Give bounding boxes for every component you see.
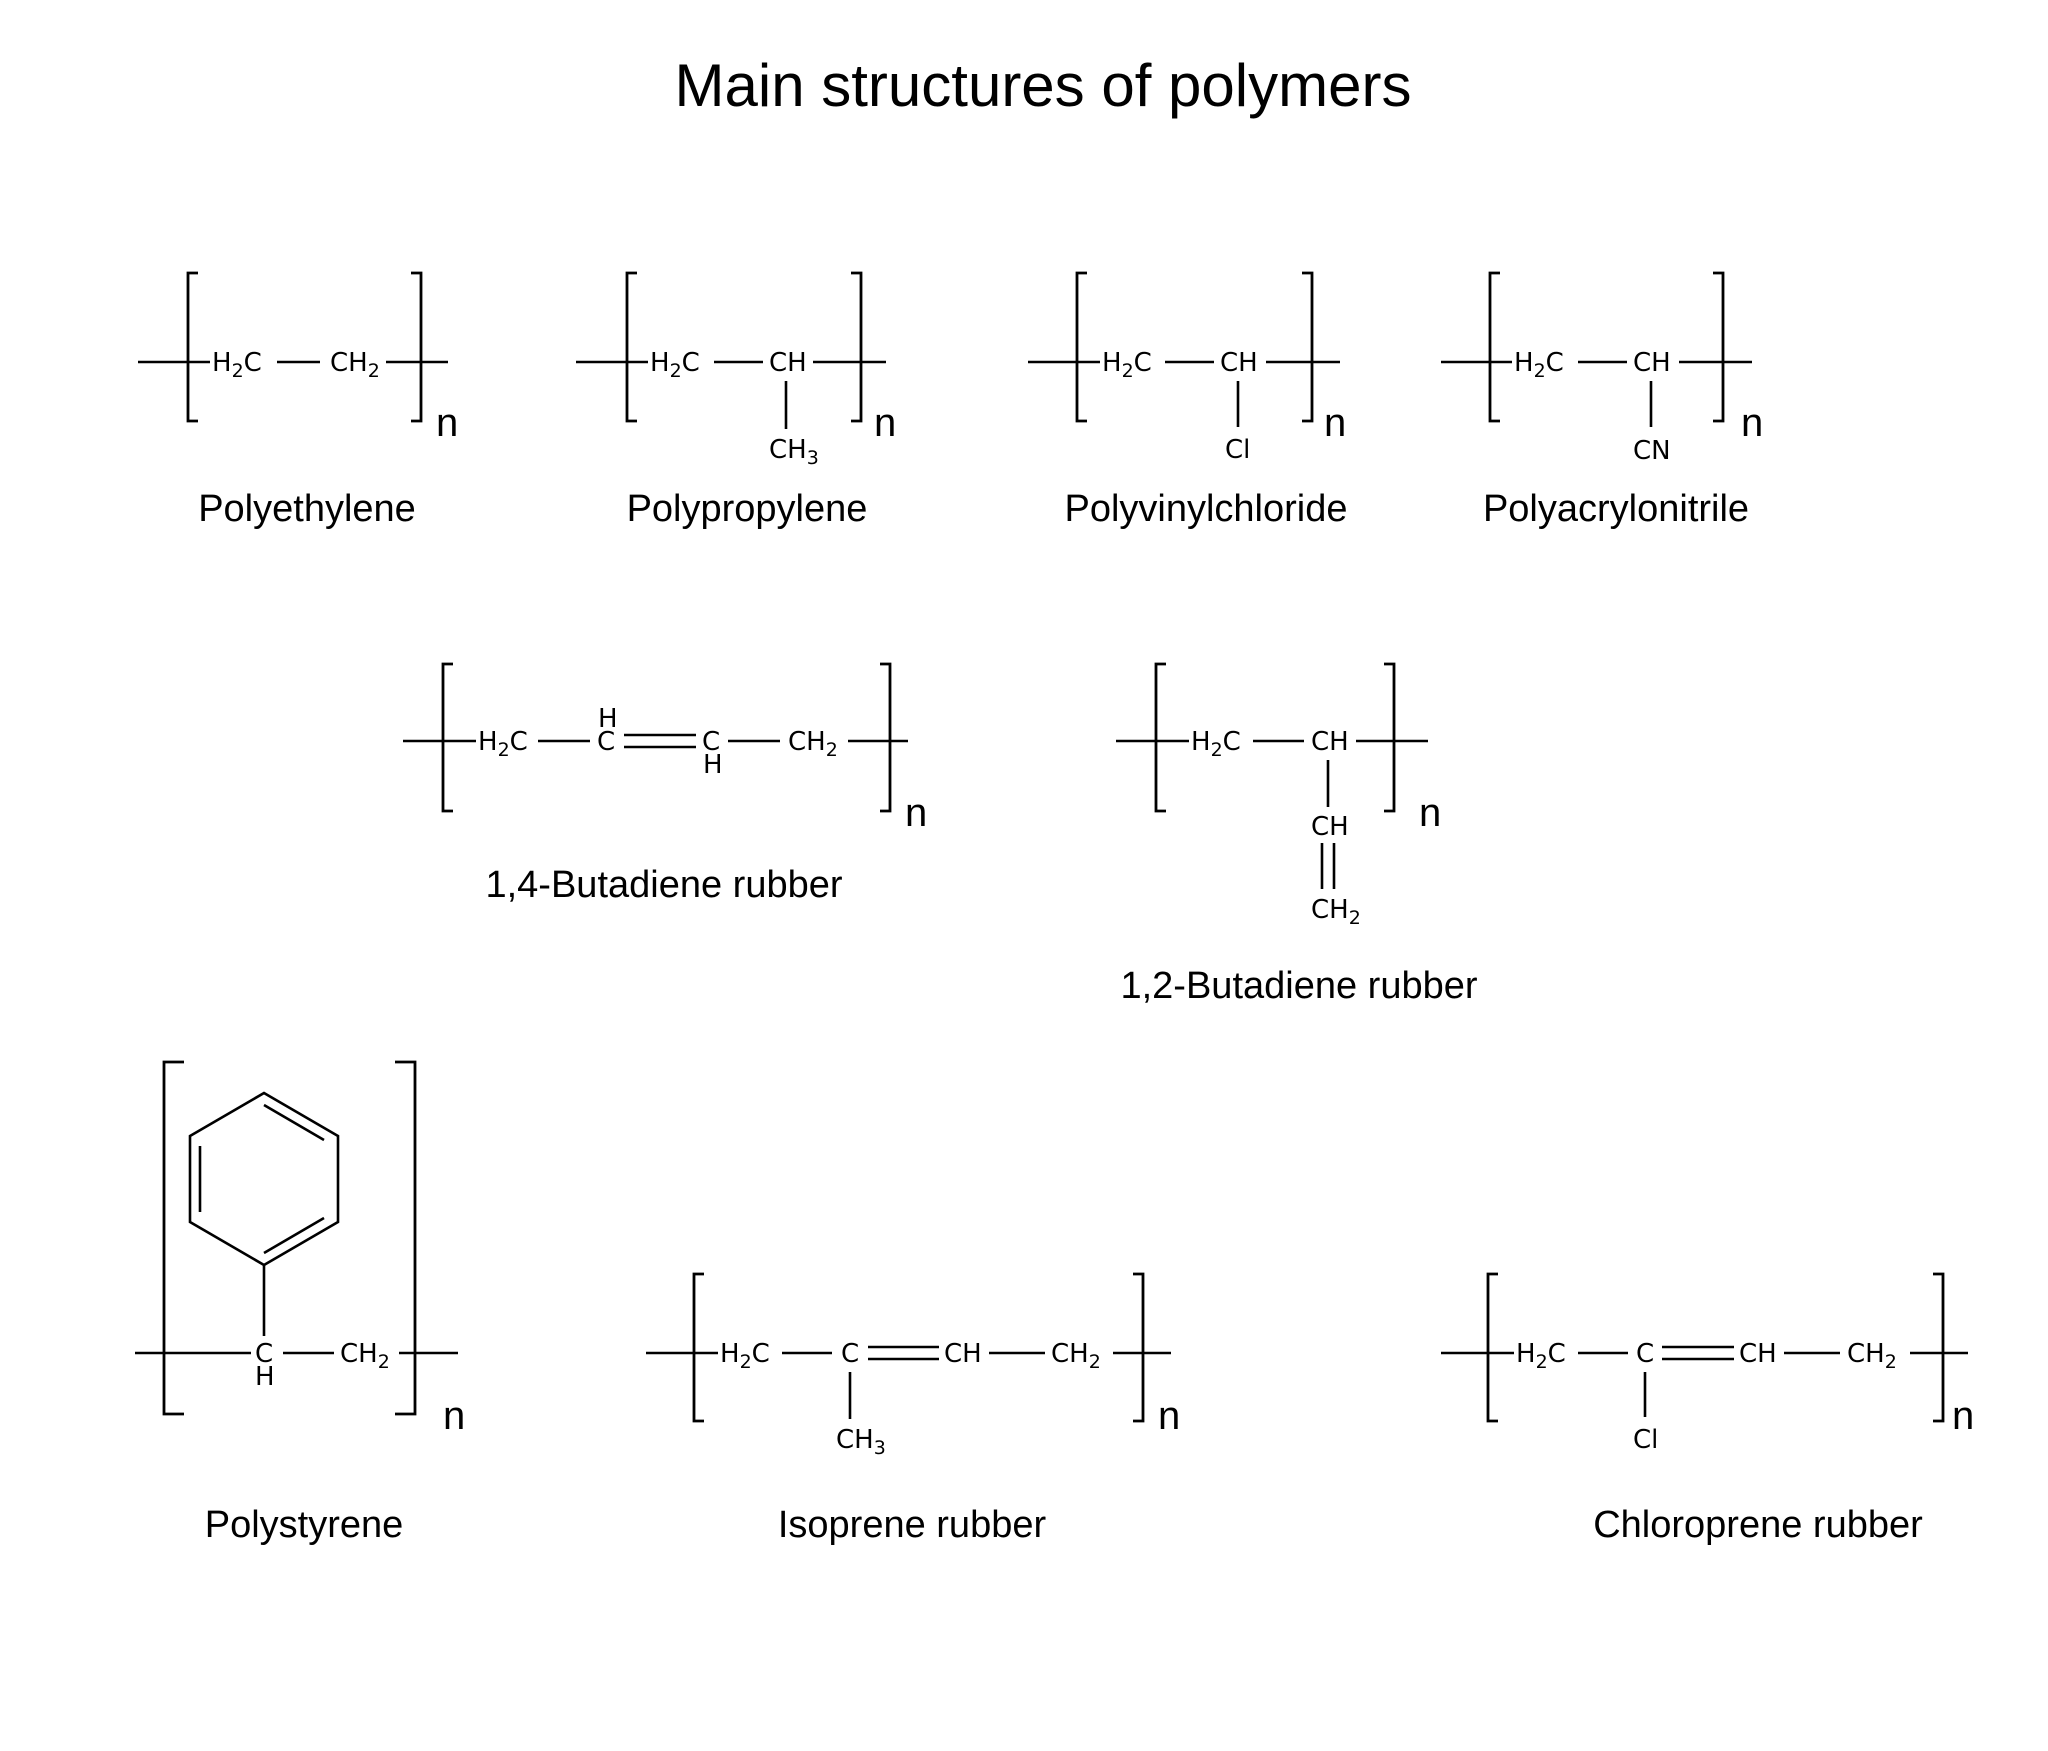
polymer-name: 1,2-Butadiene rubber [1120, 965, 1477, 1007]
right-bracket [395, 1060, 417, 1416]
polyethylene-structure: H2C CH2 n Polyethylene [138, 271, 458, 530]
polypropylene-structure: H2C CH CH3 n Polypropylene [576, 271, 896, 530]
atom-ch: CH [1220, 348, 1258, 378]
left-bracket [162, 1060, 184, 1416]
polystyrene-structure: C H CH2 n Polystyrene [135, 1060, 465, 1546]
atom-h2c: H2C [1102, 348, 1152, 382]
polyvinylchloride-structure: H2C CH Cl n Polyvinylchloride [1028, 271, 1348, 530]
repeat-n: n [1741, 401, 1763, 445]
atom-ch2: CH2 [1847, 1339, 1897, 1373]
repeat-n: n [443, 1394, 465, 1438]
right-bracket [880, 662, 892, 813]
atom-cl: Cl [1633, 1425, 1658, 1455]
atom-ch3: CH3 [769, 435, 819, 469]
right-bracket [1133, 1272, 1145, 1423]
atom-ch2: CH2 [330, 348, 380, 382]
atom-c: C [841, 1339, 859, 1369]
polymer-name: Polystyrene [205, 1504, 404, 1546]
right-bracket [851, 271, 863, 423]
right-bracket [1302, 271, 1314, 423]
isoprene-rubber-structure: H2C C CH CH2 CH3 n Isoprene rubber [646, 1272, 1180, 1546]
left-bracket [1075, 271, 1087, 423]
polymer-name: 1,4-Butadiene rubber [485, 864, 842, 906]
chloroprene-rubber-structure: H2C C CH CH2 Cl n Chloroprene rubber [1441, 1272, 1974, 1546]
left-bracket [692, 1272, 704, 1423]
left-bracket [625, 271, 637, 423]
atom-h2c: H2C [720, 1339, 770, 1373]
butadiene-1-2-structure: H2C CH CH CH2 n 1,2-Butadiene rubber [1116, 662, 1478, 1007]
repeat-n: n [1952, 1394, 1974, 1438]
butadiene-1-4-structure: H2C H C C H CH2 n 1,4-Butadiene rubber [403, 662, 927, 906]
right-bracket [1933, 1272, 1945, 1423]
polymer-name: Polypropylene [627, 488, 868, 530]
polymer-name: Chloroprene rubber [1593, 1504, 1923, 1546]
repeat-n: n [905, 791, 927, 835]
atom-h2c: H2C [212, 348, 262, 382]
atom-h: H [703, 750, 723, 780]
atom-ch2: CH2 [1311, 895, 1361, 929]
right-bracket [1384, 662, 1396, 813]
polymer-name: Isoprene rubber [778, 1504, 1047, 1546]
polymer-name: Polyethylene [198, 488, 416, 530]
atom-ch: CH [1311, 812, 1349, 842]
atom-ch: CH [1739, 1339, 1777, 1369]
atom-c: C [597, 727, 615, 757]
atom-h2c: H2C [650, 348, 700, 382]
left-bracket [1154, 662, 1166, 813]
polyacrylonitrile-structure: H2C CH CN n Polyacrylonitrile [1441, 271, 1763, 530]
repeat-n: n [436, 401, 458, 445]
benzene-ring [188, 1091, 340, 1267]
atom-ch3: CH3 [836, 1425, 886, 1459]
atom-ch: CH [1633, 348, 1671, 378]
right-bracket [1713, 271, 1725, 423]
atom-h: H [255, 1362, 275, 1392]
repeat-n: n [1158, 1394, 1180, 1438]
atom-ch2: CH2 [788, 727, 838, 761]
atom-c: C [702, 727, 720, 757]
page-title: Main structures of polymers [675, 52, 1412, 119]
atom-h: H [598, 704, 618, 734]
atom-ch: CH [1311, 727, 1349, 757]
atom-c: C [255, 1339, 273, 1369]
atom-c: C [1636, 1339, 1654, 1369]
repeat-n: n [874, 401, 896, 445]
atom-h2c: H2C [1514, 348, 1564, 382]
atom-cn: CN [1633, 436, 1671, 466]
atom-ch2: CH2 [340, 1339, 390, 1373]
atom-ch2: CH2 [1051, 1339, 1101, 1373]
atom-ch: CH [944, 1339, 982, 1369]
polymer-name: Polyvinylchloride [1064, 488, 1347, 530]
atom-h2c: H2C [1516, 1339, 1566, 1373]
left-bracket [186, 271, 198, 423]
repeat-n: n [1324, 401, 1346, 445]
right-bracket [411, 271, 423, 423]
left-bracket [441, 662, 453, 813]
atom-h2c: H2C [478, 727, 528, 761]
left-bracket [1488, 271, 1500, 423]
left-bracket [1486, 1272, 1498, 1423]
repeat-n: n [1419, 791, 1441, 835]
polymer-name: Polyacrylonitrile [1483, 488, 1749, 530]
atom-cl: Cl [1225, 435, 1250, 465]
atom-h2c: H2C [1191, 727, 1241, 761]
atom-ch: CH [769, 348, 807, 378]
